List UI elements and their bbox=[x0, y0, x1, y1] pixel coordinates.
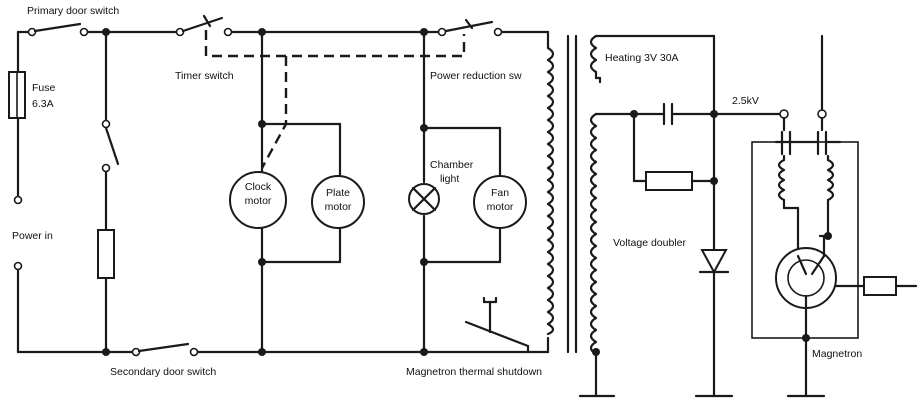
plate-motor-line1: Plate bbox=[326, 187, 350, 199]
primary-door-switch-symbol bbox=[33, 22, 82, 33]
thermal-shutdown-label: Magnetron thermal shutdown bbox=[406, 366, 542, 378]
fan-motor-label: Fan motor bbox=[474, 186, 526, 214]
chamber-light-line2: light bbox=[440, 173, 460, 185]
plate-motor-circle bbox=[311, 175, 365, 229]
secondary-door-switch-label: Secondary door switch bbox=[110, 366, 217, 378]
clock-motor-line2: motor bbox=[244, 195, 272, 207]
transformer bbox=[546, 34, 716, 398]
resistor-left bbox=[97, 229, 115, 279]
chamber-light-label: Chamber light bbox=[430, 158, 473, 186]
plate-motor-line2: motor bbox=[324, 201, 352, 213]
mains-wiring bbox=[16, 30, 550, 354]
heating-label: Heating 3V 30A bbox=[605, 52, 679, 64]
fuse-rating-label: 6.3A bbox=[32, 98, 54, 110]
timer-switch-symbol bbox=[181, 14, 224, 33]
secondary-door-switch-symbol bbox=[137, 342, 190, 353]
junction-dots-left bbox=[102, 28, 428, 356]
timer-switch-label: Timer switch bbox=[175, 70, 234, 82]
power-in-label: Power in bbox=[12, 230, 53, 242]
voltage-doubler-label: Voltage doubler bbox=[613, 237, 686, 249]
clock-motor-circle bbox=[229, 171, 287, 229]
junction-dots-doubler bbox=[592, 110, 718, 356]
terminal-dots bbox=[13, 27, 503, 357]
doubler-resistor bbox=[645, 171, 693, 191]
interlock-switch-symbol bbox=[101, 119, 120, 173]
fan-motor-line2: motor bbox=[486, 201, 514, 213]
magnetron-circuit bbox=[751, 34, 918, 398]
fan-motor-circle bbox=[473, 175, 527, 229]
plate-motor-label: Plate motor bbox=[312, 186, 364, 214]
power-reduction-switch-symbol bbox=[444, 18, 494, 33]
primary-door-switch-label: Primary door switch bbox=[27, 5, 120, 17]
junction-dots-magnetron bbox=[802, 232, 832, 342]
timer-mechanical-link bbox=[204, 30, 466, 169]
clock-motor-label: Clock motor bbox=[230, 180, 286, 208]
voltage-label: 2.5kV bbox=[732, 95, 759, 107]
voltage-doubler-circuit bbox=[632, 102, 784, 398]
fuse-label: Fuse bbox=[32, 82, 56, 94]
magnetron-label: Magnetron bbox=[812, 348, 863, 360]
power-reduction-label: Power reduction sw bbox=[430, 70, 522, 82]
fan-motor-line1: Fan bbox=[490, 187, 510, 199]
clock-motor-line1: Clock bbox=[244, 181, 272, 193]
chamber-light-line1: Chamber bbox=[430, 159, 474, 171]
thermal-shutdown-switch bbox=[464, 296, 530, 354]
chamber-light-lamp bbox=[408, 183, 440, 215]
